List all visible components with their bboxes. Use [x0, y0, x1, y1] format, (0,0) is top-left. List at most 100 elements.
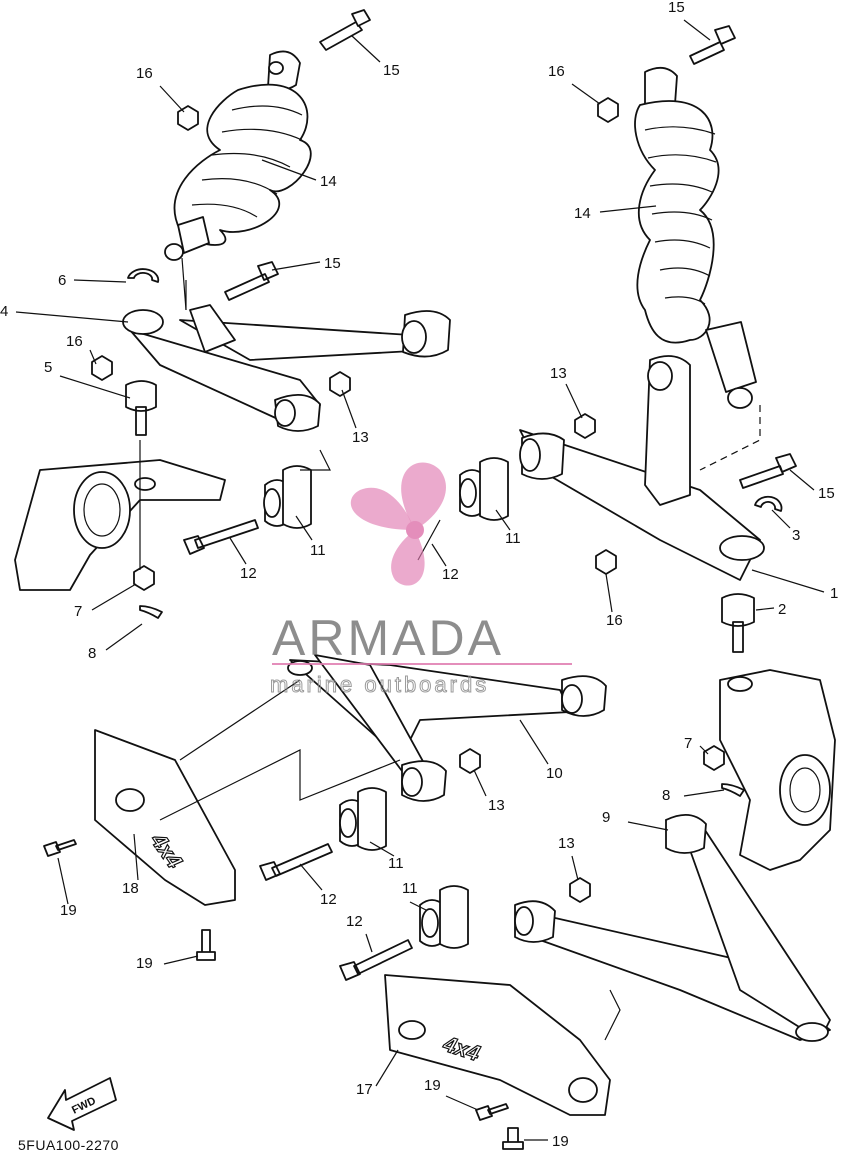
callout-number-c19a: 19 [60, 902, 77, 919]
callout-leader-c14b [599, 205, 657, 213]
callout-leader-c8b [683, 789, 725, 797]
left-guard-screw-b [196, 929, 216, 961]
diagram-code: 5FUA100-2270 [18, 1137, 119, 1153]
callout-leader-c9 [627, 821, 669, 831]
callout-leader-c19a [57, 857, 69, 905]
callout-number-c19d: 19 [552, 1133, 569, 1150]
callout-leader-c11b [495, 509, 511, 531]
right-lower-nut-13d [569, 877, 591, 903]
lower-bushing-set-a [339, 787, 387, 851]
left-lower-arm [287, 654, 607, 802]
callout-leader-c2 [755, 607, 775, 611]
right-guard-screw-b [502, 1127, 524, 1150]
propeller-logo [350, 462, 446, 586]
watermark-sub: marine outboards [270, 672, 489, 697]
callout-leader-c11a [295, 515, 313, 541]
right-guard-screw-a [475, 1103, 509, 1121]
callout-leader-c17 [375, 1049, 399, 1087]
callout-leader-c3 [771, 509, 791, 529]
callout-number-c11b: 11 [505, 530, 521, 547]
callout-leader-c11d [409, 901, 427, 911]
callout-number-c5: 5 [44, 359, 52, 376]
left-pivot-bolt [183, 519, 259, 555]
callout-leader-c4 [15, 311, 129, 323]
callout-leader-c10 [519, 719, 549, 765]
left-shock-absorber [164, 50, 312, 311]
right-nut-13b [574, 413, 596, 439]
callout-number-c15c: 15 [668, 0, 685, 16]
left-ball-joint-cap [122, 309, 164, 335]
fwd-arrow: FWD [47, 1077, 117, 1131]
callout-number-c6: 6 [58, 272, 66, 289]
callout-leader-c7a [91, 583, 137, 611]
callout-number-c8a: 8 [88, 645, 96, 662]
left-cotter-pin [139, 605, 163, 619]
callout-leader-c16a [159, 85, 185, 113]
callout-number-c17: 17 [356, 1081, 373, 1098]
right-upper-arm [519, 355, 765, 581]
callout-number-c9: 9 [602, 809, 610, 826]
right-cotter-pin [721, 783, 745, 797]
callout-leader-c13c [473, 769, 487, 797]
callout-leader-c12a [229, 537, 247, 565]
callout-number-c12d: 12 [346, 913, 363, 930]
callout-number-c12a: 12 [240, 565, 257, 582]
callout-leader-c12d [365, 933, 373, 953]
callout-number-c3: 3 [792, 527, 800, 544]
left-knuckle [14, 459, 226, 591]
lower-bolt-12d [339, 939, 413, 981]
left-bushing-set [263, 465, 312, 529]
left-top-bolt [319, 9, 371, 51]
callout-number-c10: 10 [546, 765, 563, 782]
lower-bolt-12c [259, 843, 333, 881]
callout-number-c11d: 11 [402, 880, 418, 897]
callout-leader-c15d [789, 469, 815, 491]
callout-number-c15a: 15 [383, 62, 400, 79]
left-ball-joint [125, 380, 157, 436]
callout-number-c4: 4 [0, 303, 8, 320]
left-nut-mid [91, 355, 113, 381]
callout-number-c16d: 16 [606, 612, 623, 629]
callout-number-c8b: 8 [662, 787, 670, 804]
callout-leader-c16d [605, 573, 613, 613]
left-upper-bolt [224, 261, 279, 301]
left-guard-screw-a [43, 839, 77, 857]
left-upper-arm [129, 304, 451, 432]
lower-nut-13c [459, 748, 481, 774]
right-skid-guard: 4x4 [384, 974, 611, 1116]
callout-number-c16a: 16 [136, 65, 153, 82]
right-shock-absorber [634, 66, 757, 409]
callout-number-c19b: 19 [136, 955, 153, 972]
callout-number-c7a: 7 [74, 603, 82, 620]
callout-leader-c13a [341, 389, 357, 429]
left-nut-7 [133, 565, 155, 591]
callout-number-c2: 2 [778, 601, 786, 618]
callout-number-c13d: 13 [558, 835, 575, 852]
callout-leader-c13d [571, 855, 579, 881]
callout-number-c13c: 13 [488, 797, 505, 814]
callout-leader-c15c [683, 19, 711, 41]
callout-number-c16b: 16 [66, 333, 83, 350]
armada-watermark: ARMADA marine outboards [270, 462, 572, 698]
callout-leader-c16c [571, 83, 601, 105]
callout-leader-c16b [89, 349, 97, 365]
callout-leader-c5 [59, 375, 131, 399]
left-circlip [127, 268, 160, 283]
left-nut-13a [329, 371, 351, 397]
callout-number-c12b: 12 [442, 566, 459, 583]
lower-bushing-set-b [419, 885, 469, 949]
callout-number-c15b: 15 [324, 255, 341, 272]
callout-leader-c11c [369, 841, 395, 857]
callout-leader-c19b [163, 955, 199, 965]
right-top-bolt [689, 25, 736, 65]
callout-leader-c18 [133, 833, 139, 881]
callout-number-c7b: 7 [684, 735, 692, 752]
watermark-brand: ARMADA [272, 610, 504, 666]
right-nut-7 [703, 745, 725, 771]
callout-number-c1: 1 [830, 585, 838, 602]
callout-number-c12c: 12 [320, 891, 337, 908]
callout-number-c13b: 13 [550, 365, 567, 382]
callout-leader-c12b [431, 543, 447, 567]
